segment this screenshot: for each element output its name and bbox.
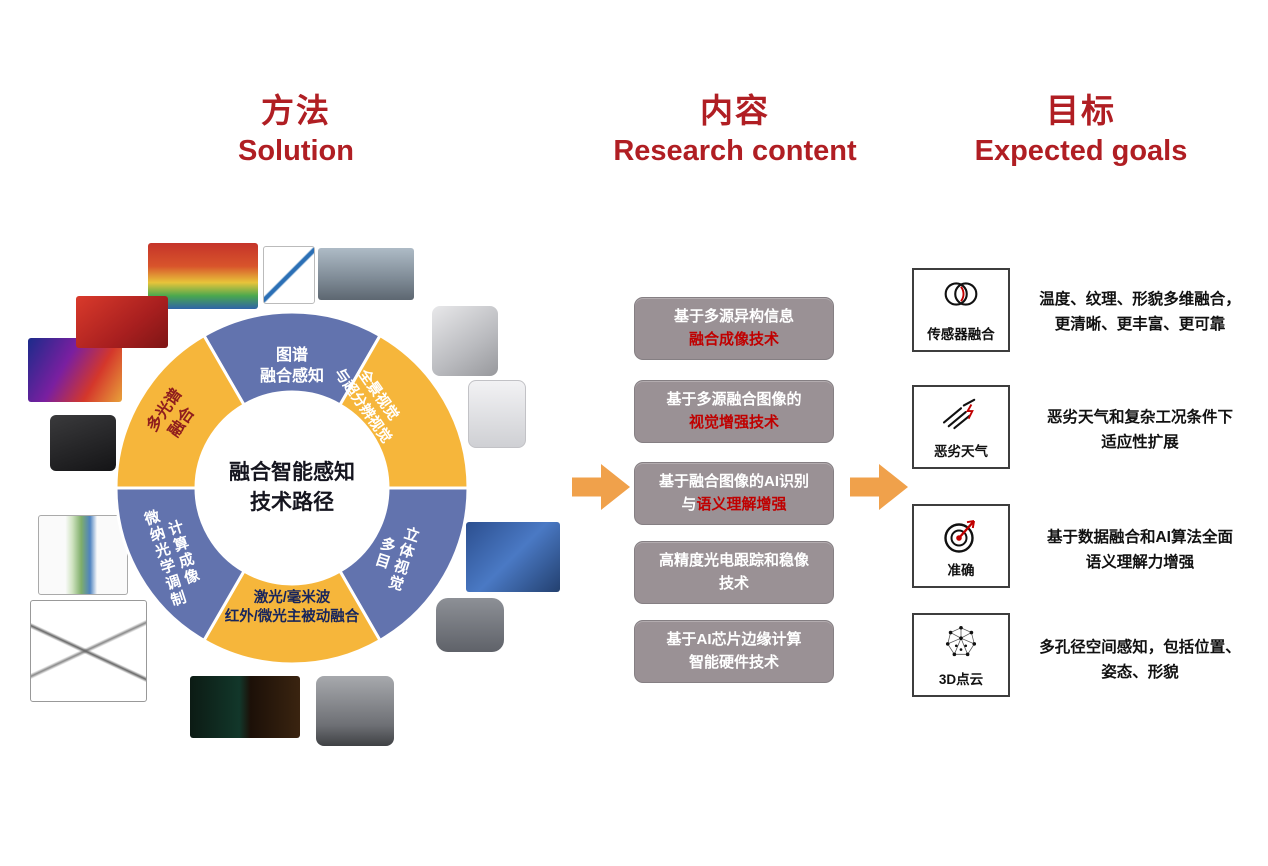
donut-label-laser-mmwave-fusion: 激光/毫米波 红外/微光主被动融合 [224,590,360,625]
thumb-gimbal-camera-image [316,676,394,746]
goal-box-sensor-fusion: 传感器融合 [912,268,1010,352]
research-box-fusion-imaging: 基于多源异构信息 融合成像技术 [634,297,834,360]
donut-label-spectral-image-fusion: 图谱 融合感知 [259,347,324,385]
donut-segment-multispectral-fusion [114,334,246,490]
arrow-solution-to-content-icon [572,464,630,510]
header-goals-en: Expected goals [974,135,1188,167]
thumb-stereo-camera-image [436,598,504,652]
thumb-thermal-map-image [28,338,122,402]
arrow-content-to-goals-icon [850,464,908,510]
goal-box-3d-point-cloud: 3D点云 [912,613,1010,697]
donut-ring [114,310,470,666]
research-box-visual-enhancement: 基于多源融合图像的 视觉增强技术 [634,380,834,443]
research-box-line1: 基于多源融合图像的 [666,391,802,408]
header-goals-zh: 目标 [1046,92,1116,129]
thumb-dark-camera-image [50,415,116,471]
point-cloud-icon [945,625,977,657]
goal-label: 准确 [947,563,975,578]
header-solution-zh: 方法 [261,92,331,129]
thumb-optical-path-diagram [30,600,147,702]
thumb-stereo-depth-image [466,522,560,592]
target-accuracy-icon [944,520,975,553]
header-expected-goals: 目标 Expected goals [950,84,1212,168]
thumb-white-camera-image [468,380,526,448]
research-box-line2: 融合成像技术 [688,330,779,348]
research-box-line2: 智能硬件技术 [688,653,779,671]
goal-desc-accuracy: 基于数据融合和AI算法全面 语义理解力增强 [1046,529,1233,571]
sensor-fusion-venn-icon [944,282,978,306]
research-box-ai-recognition: 基于融合图像的AI识别 与语义理解增强 [634,462,834,525]
solution-donut: 图谱 融合感知 全景视觉 与超分辨视觉 多目 立体视觉 激光/毫米波 红外/微光… [112,308,472,668]
goal-desc-3d-point-cloud: 多孔径空间感知，包括位置、 姿态、形貌 [1039,639,1241,681]
goal-label: 恶劣天气 [934,444,988,459]
research-box-line2: 与语义理解增强 [681,495,787,513]
header-content-en: Research content [613,135,857,167]
storm-weather-icon [942,398,976,430]
research-box-line1: 高精度光电跟踪和稳像 [658,552,809,569]
thumb-spectra-chart-image [263,246,315,304]
research-box-line2: 技术 [718,574,749,592]
goal-label: 3D点云 [938,672,984,687]
thumb-optical-lens-diagram [38,515,128,595]
thumb-thermal-ship-image [190,676,300,738]
thumb-fruit-photo [76,296,168,348]
research-box-line1: 基于融合图像的AI识别 [658,473,809,490]
goal-desc-sensor-fusion: 温度、纹理、形貌多维融合， 更清晰、更丰富、更可靠 [1039,291,1241,333]
thumb-pipeline-photo [318,248,414,300]
goal-desc-harsh-weather: 恶劣天气和复杂工况条件下 适应性扩展 [1046,409,1233,451]
research-box-edge-computing-hardware: 基于AI芯片边缘计算 智能硬件技术 [634,620,834,683]
header-solution: 方法 Solution [171,84,421,168]
header-research-content: 内容 Research content [597,84,873,168]
research-box-line2: 视觉增强技术 [688,413,779,431]
thumb-panoramic-camera-image [432,306,498,376]
goal-box-harsh-weather: 恶劣天气 [912,385,1010,469]
goal-box-accuracy: 准确 [912,504,1010,588]
goal-label: 传感器融合 [927,327,995,342]
donut-center-title: 融合智能感知 技术路径 [229,461,355,515]
research-box-line1: 基于多源异构信息 [673,308,794,325]
header-solution-en: Solution [238,135,354,167]
research-box-tracking-stabilization: 高精度光电跟踪和稳像 技术 [634,541,834,604]
research-box-line1: 基于AI芯片边缘计算 [666,631,802,648]
header-content-zh: 内容 [700,92,770,129]
